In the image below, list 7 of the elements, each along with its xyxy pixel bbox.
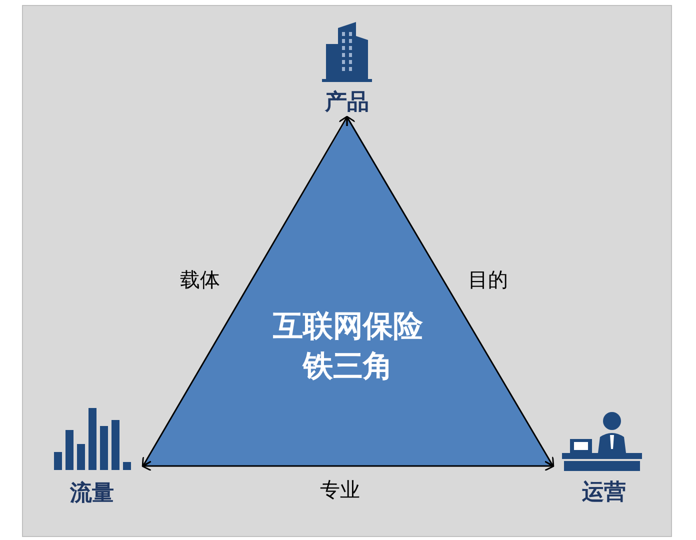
node-label: 产品 bbox=[325, 89, 369, 117]
arrow bbox=[346, 116, 554, 468]
arrow bbox=[141, 460, 555, 472]
node-label: 运营 bbox=[582, 479, 626, 507]
center-title: 互联网保险铁三角 bbox=[272, 308, 424, 386]
node-label: 流量 bbox=[70, 480, 114, 508]
arrow bbox=[142, 116, 348, 468]
